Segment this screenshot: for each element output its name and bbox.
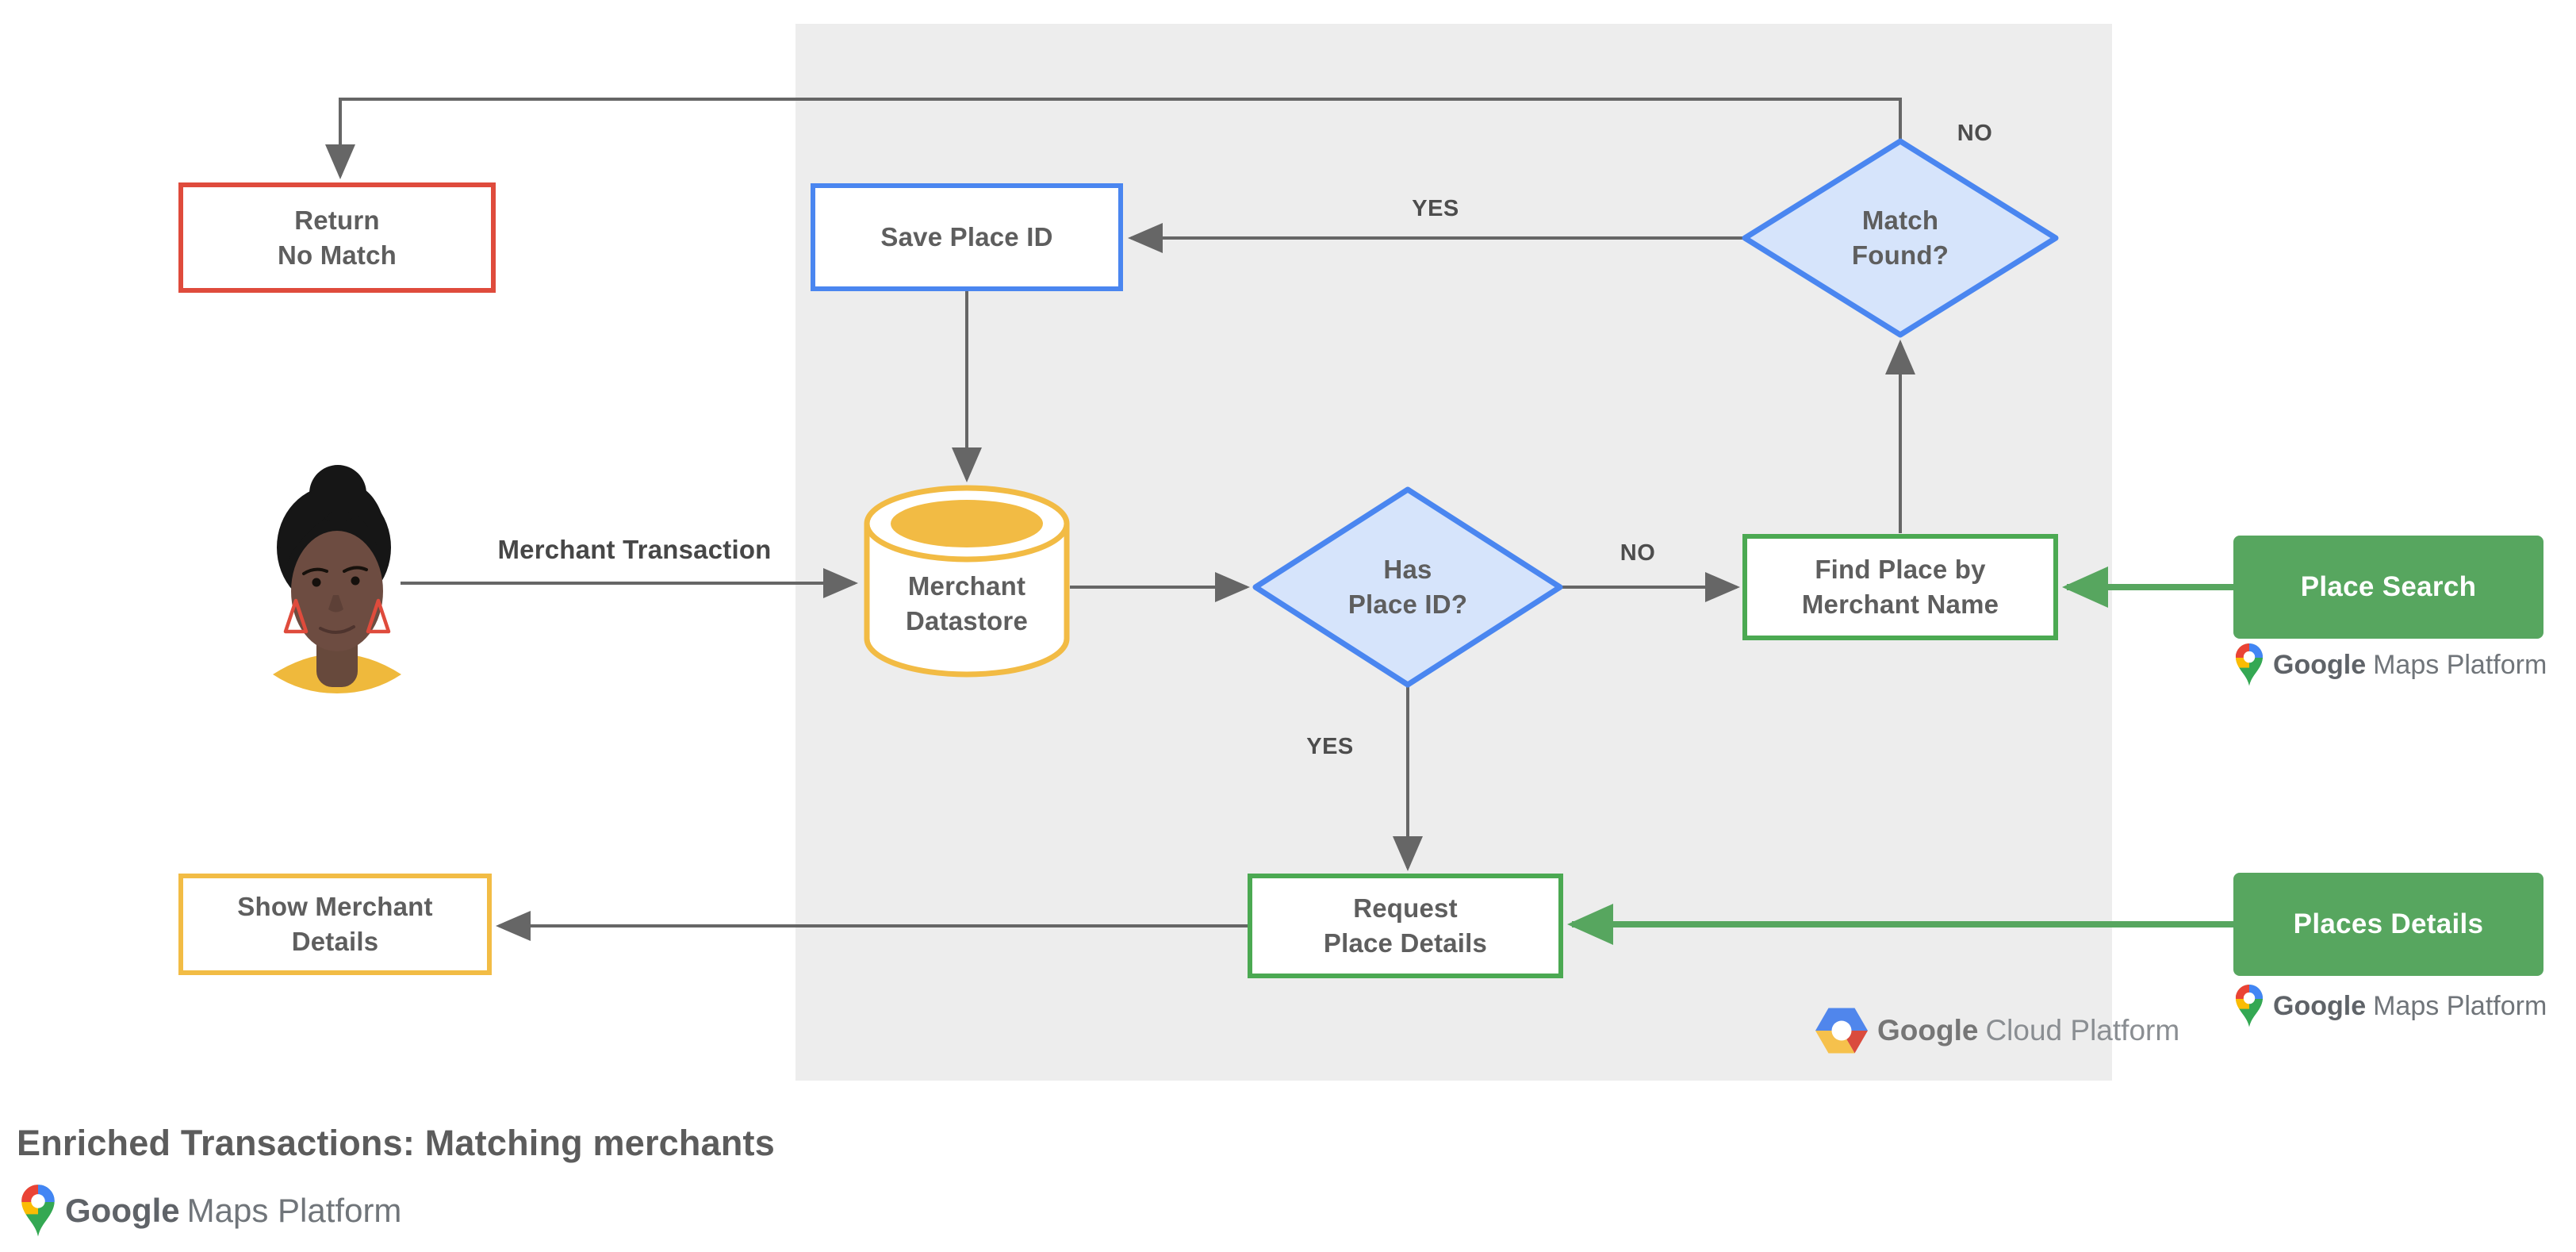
node-show-merchant-details xyxy=(178,874,492,975)
node-place-search-api xyxy=(2233,536,2543,639)
avatar-earring-right xyxy=(366,598,391,634)
green-edges xyxy=(1567,566,2235,945)
edge-match-found-no-to-return xyxy=(325,98,1902,179)
node-places-details-api xyxy=(2233,873,2543,976)
node-save-place-id xyxy=(811,183,1123,291)
avatar-face xyxy=(291,531,383,651)
node-return-no-match xyxy=(178,182,496,293)
node-find-place-by-merchant-name xyxy=(1742,534,2058,640)
avatar-hair-fringe xyxy=(279,482,389,563)
node-request-place-details xyxy=(1248,874,1563,978)
avatar-earring-left xyxy=(283,598,309,634)
user-avatar xyxy=(273,465,401,693)
node-merchant-datastore xyxy=(864,485,1070,678)
node-has-place-id-decision xyxy=(1252,486,1563,688)
gray-edges xyxy=(325,98,1915,941)
node-match-found-decision xyxy=(1742,138,2059,338)
